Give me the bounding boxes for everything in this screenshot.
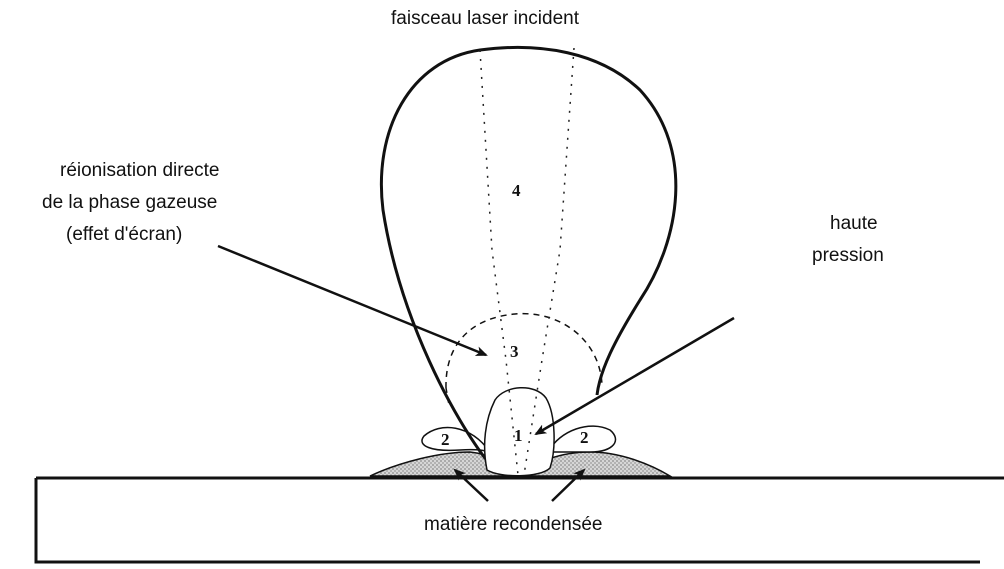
region-2-right-number: 2 [580, 428, 589, 447]
reionisation-label-line1: réionisation directe [60, 158, 219, 184]
pressure-label-line2: pression [812, 243, 884, 269]
recondensed-label: matière recondensée [424, 512, 603, 538]
region-4-number: 4 [512, 181, 521, 200]
reionisation-label-line3: (effet d'écran) [66, 222, 182, 248]
region-2-left-number: 2 [441, 430, 450, 449]
beam-label: faisceau laser incident [391, 6, 579, 32]
region-1-number: 1 [514, 426, 523, 445]
region-2-left [422, 428, 490, 452]
reionisation-label-line2: de la phase gazeuse [42, 190, 217, 216]
reionisation-arrow [218, 246, 486, 355]
pressure-label-line1: haute [830, 211, 878, 237]
pressure-arrow [536, 318, 734, 434]
region-3-number: 3 [510, 342, 519, 361]
region-3-dome [446, 314, 602, 388]
